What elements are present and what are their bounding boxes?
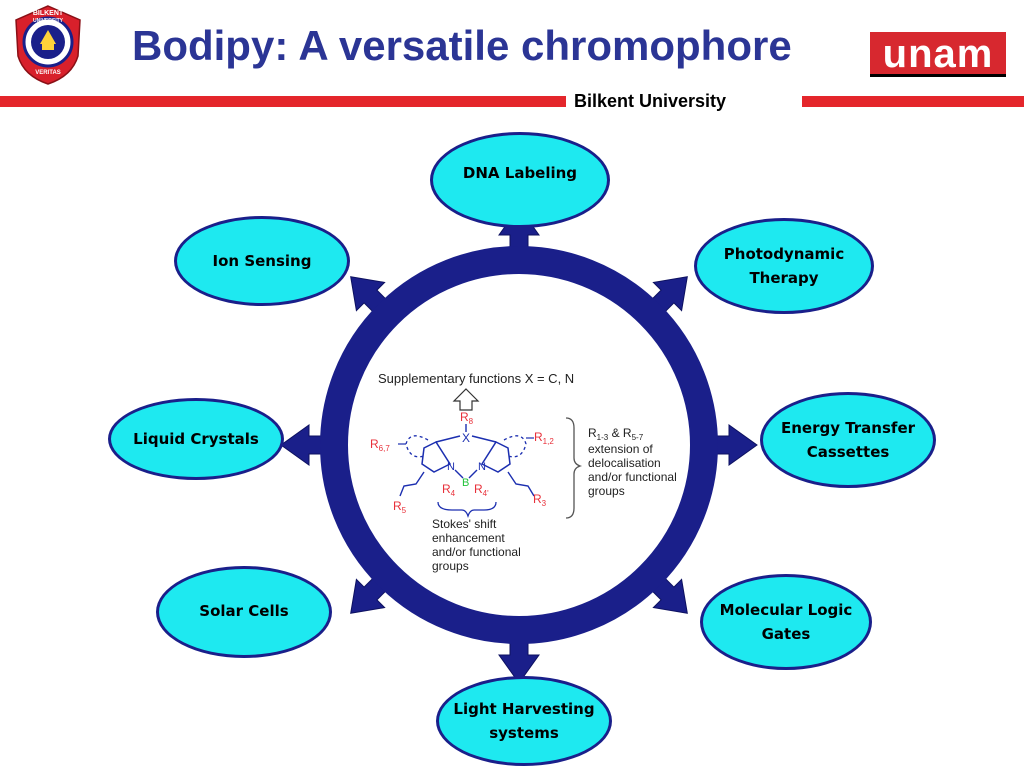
crest-text-top: BILKENT (33, 10, 64, 17)
organization-name: Bilkent University (574, 91, 727, 111)
node-dna-labeling: DNA Labeling (430, 132, 610, 228)
svg-text:N: N (478, 461, 486, 473)
header-rule-right (802, 96, 1024, 107)
node-label: Solar Cells (199, 602, 289, 620)
node-label: Light Harvesting systems (453, 700, 595, 742)
central-ring (320, 246, 718, 644)
bodipy-structure: Supplementary functions X = C, N R8 X N … (370, 371, 677, 573)
university-crest-logo: BILKENT UNIVERSITY VERITAS (15, 5, 81, 85)
node-liquid-crystals: Liquid Crystals (108, 398, 284, 480)
node-label: Liquid Crystals (133, 430, 259, 448)
node-light-harvesting-systems: Light Harvesting systems (436, 676, 612, 766)
header-rule-left (0, 96, 566, 107)
svg-text:N: N (447, 461, 455, 473)
node-label: Energy Transfer Cassettes (780, 419, 916, 461)
crest-text-middle: UNIVERSITY (33, 18, 64, 24)
slide-title: Bodipy: A versatile chromophore (132, 22, 792, 69)
supplementary-label: Supplementary functions X = C, N (378, 371, 574, 386)
crest-text-bottom: VERITAS (35, 70, 61, 76)
node-label: DNA Labeling (462, 164, 578, 182)
node-solar-cells: Solar Cells (156, 566, 332, 658)
node-energy-transfer-cassettes: Energy Transfer Cassettes (760, 392, 936, 488)
up-arrow-icon (452, 388, 480, 411)
node-label: Ion Sensing (212, 252, 312, 270)
svg-text:B: B (462, 477, 469, 489)
node-label: Photodynamic Therapy (723, 245, 845, 287)
node-molecular-logic-gates: Molecular Logic Gates (700, 574, 872, 670)
unam-logo: unam (870, 32, 1006, 77)
node-label: Molecular Logic Gates (719, 601, 853, 643)
node-photodynamic-therapy: Photodynamic Therapy (694, 218, 874, 314)
node-ion-sensing: Ion Sensing (174, 216, 350, 306)
svg-text:X: X (462, 431, 470, 445)
